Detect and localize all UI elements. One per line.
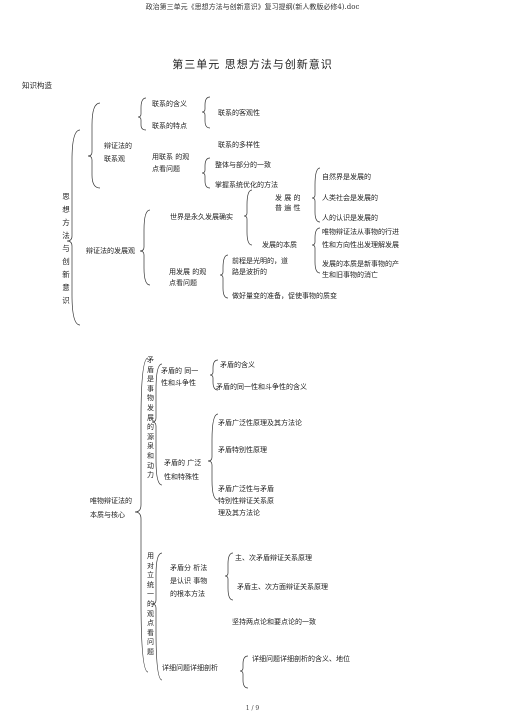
universality-particularity-1: 矛盾的 广泛	[164, 459, 202, 467]
root-vertical-label: 思想方法与创新意识	[62, 192, 70, 305]
linkage-label-2: 联系观	[104, 155, 125, 163]
page-title: 第三单元 思想方法与创新意识	[172, 58, 333, 71]
two-points-key-points: 坚持两点论和要点论的一致	[232, 618, 316, 626]
development-view-method-1: 用发展 的观	[169, 268, 207, 276]
linkage-label-1: 辩证法的	[104, 142, 132, 150]
linkage-diversity: 联系的多样性	[218, 141, 260, 149]
identity-struggle-1: 矛盾的 同一	[161, 367, 199, 375]
bracket-linkage-traits	[201, 96, 211, 129]
specific-analysis-meaning: 详细问题详细剖析的含义、地位	[252, 655, 350, 663]
universality-2: 普 遍 性	[275, 204, 301, 212]
analysis-method-2: 是认识 事物	[170, 577, 208, 585]
specific-analysis: 详细问题详细剖析	[162, 664, 218, 672]
contradiction-source-vertical: 矛盾是事物发展的源泉和动力	[147, 356, 154, 480]
dialectical-relation-3: 理及其方法论	[218, 509, 260, 517]
bracket-universality	[311, 167, 321, 223]
document-header: 政治第三单元《思想方法与创新意识》复习提纲(新人教版必修4).doc	[145, 3, 360, 11]
whole-part-unity: 整体与部分的一致	[215, 161, 271, 169]
analysis-method-1: 矛盾分 析法	[170, 564, 208, 572]
bracket-universality-particularity	[207, 413, 219, 501]
primary-secondary-aspect: 矛盾主、次方面辩证关系原理	[237, 583, 328, 591]
linkage-objectivity: 联系的客观性	[218, 109, 260, 117]
bracket-linkage-view	[201, 157, 211, 189]
essence-line-3: 发展的本质是新事物的产	[322, 260, 399, 268]
core-label-1: 唯物辩证法的	[90, 497, 132, 505]
bracket-core	[134, 357, 149, 673]
nature-develops: 自然界是发展的	[322, 173, 371, 181]
linkage-traits: 联系的特点	[152, 122, 187, 130]
linkage-view-2: 点看问题	[152, 165, 180, 173]
unity-view-vertical: 用对立统一的观点看问题	[147, 552, 154, 656]
identity-struggle-def: 矛盾的同一性和斗争性的含义	[216, 383, 307, 391]
universality-particularity-2: 性和特殊性	[164, 473, 199, 481]
dialectical-relation-1: 矛盾广泛性与矛盾	[218, 485, 274, 493]
section-label: 知识构造	[22, 81, 52, 90]
essence-line-1: 唯物辩证法从事物的行进	[322, 228, 399, 236]
development-view: 辩证法的发展观	[86, 247, 135, 255]
essence-line-4: 生和旧事物的消亡	[322, 271, 378, 279]
bracket-analysis	[224, 552, 234, 601]
particularity-principle: 矛盾特别性原理	[218, 446, 267, 454]
contradiction-def: 矛盾的含义	[220, 361, 255, 369]
society-develops: 人类社会是发展的	[322, 194, 378, 202]
core-label-2: 本质与核心	[90, 511, 125, 519]
bracket-specific	[239, 655, 249, 689]
bracket-linkage	[87, 102, 101, 189]
world-develops: 世界是永久发展确实	[170, 213, 233, 221]
bracket-root	[66, 129, 81, 326]
bracket-linkage-def	[137, 97, 147, 131]
system-optimization: 掌握系统优化的方法	[215, 181, 278, 189]
bracket-identity	[209, 359, 219, 391]
bracket-essence	[311, 227, 321, 274]
universality-1: 发 展 的	[275, 194, 301, 202]
future-bright-2: 路是波折的	[232, 268, 267, 276]
dialectical-relation-2: 特别性辩证关系原	[218, 497, 274, 505]
future-bright-1: 前程是光明的，道	[232, 257, 288, 265]
universality-principle: 矛盾广泛性原理及其方法论	[218, 419, 302, 427]
bracket-development	[139, 209, 151, 286]
bracket-development-view	[219, 254, 229, 299]
analysis-method-3: 的根本方法	[170, 590, 205, 598]
linkage-view-1: 用联系 的观	[152, 153, 190, 161]
bracket-contradiction-source	[151, 363, 163, 486]
page-number: 1 / 9	[245, 705, 260, 712]
identity-struggle-2: 性和斗争性	[161, 379, 196, 387]
quantitative-change: 做好量变的准备，促使事物的质变	[232, 292, 337, 300]
essence-label: 发展的本质	[262, 241, 297, 249]
primary-secondary-contradiction: 主、次矛盾辩证关系原理	[235, 554, 312, 562]
development-view-method-2: 点看问题	[169, 279, 197, 287]
bracket-world-dev	[243, 189, 253, 246]
cognition-develops: 人的认识是发展的	[322, 214, 378, 222]
essence-line-2: 性和方向性出发理解发展	[322, 241, 399, 249]
linkage-def: 联系的含义	[152, 100, 187, 108]
bracket-unity-view	[151, 552, 163, 681]
